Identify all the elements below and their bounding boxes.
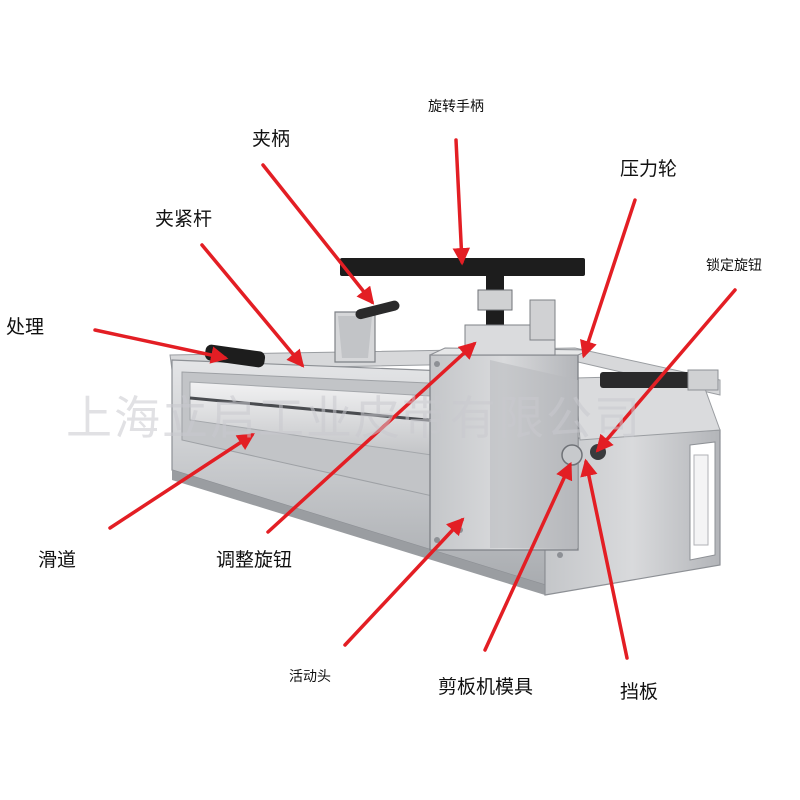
arrow-stop-plate — [580, 458, 629, 660]
arrow-slide-rail — [108, 433, 255, 530]
label-lock-knob: 锁定旋钮 — [706, 258, 762, 274]
pointer-arrows — [93, 138, 737, 660]
machine-body — [169, 258, 721, 596]
arrow-rotate-handle — [452, 138, 471, 266]
label-clamp-rod: 夹紧杆 — [155, 208, 213, 230]
arrow-adjust-knob — [266, 341, 477, 534]
label-handle: 处理 — [6, 316, 45, 338]
arrow-movable-head — [343, 517, 465, 647]
label-adjust-knob: 调整旋钮 — [216, 549, 293, 571]
arrow-lock-knob — [595, 288, 737, 453]
arrow-pressure-wheel — [580, 198, 637, 359]
arrow-clamp-handle — [261, 163, 375, 305]
label-slide-rail: 滑道 — [38, 549, 77, 571]
label-movable-head: 活动头 — [289, 669, 331, 685]
arrow-handle — [93, 328, 229, 364]
label-shear-die: 剪板机模具 — [438, 676, 534, 698]
label-rotate-handle: 旋转手柄 — [428, 99, 484, 115]
label-pressure-wheel: 压力轮 — [620, 158, 678, 180]
arrow-clamp-rod — [200, 243, 305, 368]
label-stop-plate: 挡板 — [620, 681, 659, 703]
arrow-shear-die — [483, 461, 573, 652]
label-clamp-handle: 夹柄 — [252, 128, 291, 150]
